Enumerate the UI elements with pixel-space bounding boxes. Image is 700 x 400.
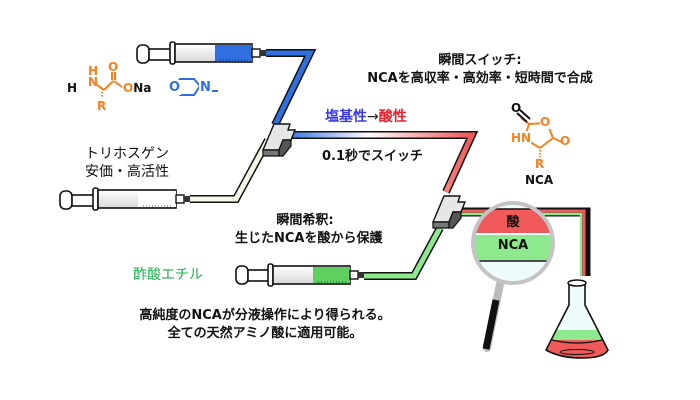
nmm-n-atom: N bbox=[199, 80, 212, 95]
nca-o-ring: O bbox=[540, 115, 551, 129]
tube-ethyl-acetate bbox=[364, 226, 443, 279]
magnifier-handle bbox=[482, 299, 500, 350]
erlenmeyer-flask bbox=[544, 279, 609, 359]
t-mixer-2 bbox=[431, 195, 467, 229]
triphosgene-note: 安価・高活性 bbox=[85, 164, 169, 180]
tube-triphosgene bbox=[190, 138, 271, 202]
t-mixer-1 bbox=[261, 123, 297, 157]
title-line-1: 瞬間スイッチ: bbox=[438, 53, 522, 68]
nca-label: NCA bbox=[525, 173, 554, 187]
lens-acid-label: 酸 bbox=[506, 215, 520, 230]
dilution-line-1: 瞬間希釈: bbox=[276, 213, 334, 228]
syringe-triphosgene bbox=[59, 187, 190, 211]
syringe-ethyl-acetate bbox=[235, 263, 364, 287]
lens-nca-label: NCA bbox=[497, 238, 529, 253]
title-block: 瞬間スイッチ: NCAを高収率・高効率・短時間で合成 bbox=[350, 52, 610, 88]
switch-time-label: 0.1秒でスイッチ bbox=[322, 149, 424, 164]
conclusion-line-2: 全ての天然アミノ酸に適用可能。 bbox=[167, 326, 363, 341]
aa-r-group: R bbox=[97, 99, 107, 113]
nca-carbonyl-bond bbox=[516, 109, 531, 123]
dilution-line-2: 生じたNCAを酸から保護 bbox=[235, 231, 383, 246]
lens-nca-layer bbox=[473, 235, 553, 260]
ethyl-acetate-label: 酢酸エチル bbox=[133, 267, 203, 283]
tube-switch bbox=[285, 132, 476, 194]
syringe-plunger-cap bbox=[136, 44, 150, 64]
syringe-liquid-blue bbox=[215, 45, 252, 61]
switch-label-acid: 酸性 bbox=[378, 109, 407, 125]
conclusion-block: 高純度のNCAが分液操作により得られる。 全ての天然アミノ酸に適用可能。 bbox=[110, 307, 420, 343]
title-line-2: NCAを高収率・高効率・短時間で合成 bbox=[367, 71, 593, 86]
aa-n: N bbox=[87, 75, 99, 89]
nmm-o-atom: O bbox=[168, 80, 182, 95]
aa-nh-h: H bbox=[87, 64, 99, 78]
tube-triphosgene-outline bbox=[190, 138, 272, 203]
aa-na: Na bbox=[133, 81, 152, 95]
nca-o-top: O bbox=[511, 101, 522, 115]
aa-carbonyl-o: O bbox=[108, 60, 119, 74]
tube-base bbox=[266, 50, 314, 127]
nca-o-right: O bbox=[560, 134, 571, 148]
nca-r-group: R bbox=[535, 157, 545, 171]
conclusion-line-1: 高純度のNCAが分液操作により得られる。 bbox=[139, 308, 391, 323]
triphosgene-name: トリホスゲン bbox=[85, 146, 169, 162]
aa-ona: ONa bbox=[123, 81, 151, 95]
syringe-base bbox=[136, 41, 266, 65]
amino-acid-salt-structure bbox=[96, 72, 123, 98]
dilution-block: 瞬間希釈: 生じたNCAを酸から保護 bbox=[235, 212, 383, 248]
aa-h-atom: H bbox=[67, 81, 78, 95]
nca-hn: HN bbox=[511, 131, 532, 145]
aa-nh-atom: H N bbox=[86, 64, 100, 89]
triphosgene-label: トリホスゲン 安価・高活性 bbox=[72, 145, 182, 181]
switch-label-base: 塩基性 bbox=[325, 109, 367, 125]
switch-label: 塩基性→酸性 bbox=[325, 108, 407, 126]
flask-nca-layer bbox=[546, 330, 608, 340]
magnifier-rim bbox=[471, 201, 555, 285]
switch-label-arrow: → bbox=[367, 109, 379, 125]
magnifier bbox=[471, 201, 555, 352]
aa-o: O bbox=[123, 81, 134, 95]
